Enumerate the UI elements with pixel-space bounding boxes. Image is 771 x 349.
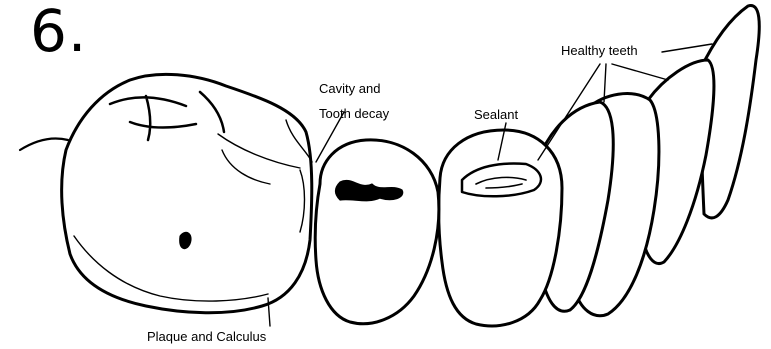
healthy-teeth-label: Healthy teeth bbox=[561, 44, 638, 57]
sealant-label: Sealant bbox=[474, 108, 518, 121]
figure-number: 6. bbox=[30, 2, 87, 60]
gum-line bbox=[20, 138, 68, 150]
cavity-premolar bbox=[315, 140, 439, 324]
plaque-label: Plaque and Calculus bbox=[147, 330, 266, 343]
sealant-premolar bbox=[439, 130, 562, 326]
cavity-label-line2: Tooth decay bbox=[319, 107, 389, 120]
cavity-label-line1: Cavity and bbox=[319, 82, 380, 95]
plaque-molar bbox=[62, 74, 312, 312]
healthy-leader-line-1 bbox=[662, 44, 712, 52]
healthy-leader-line-2 bbox=[612, 64, 668, 80]
